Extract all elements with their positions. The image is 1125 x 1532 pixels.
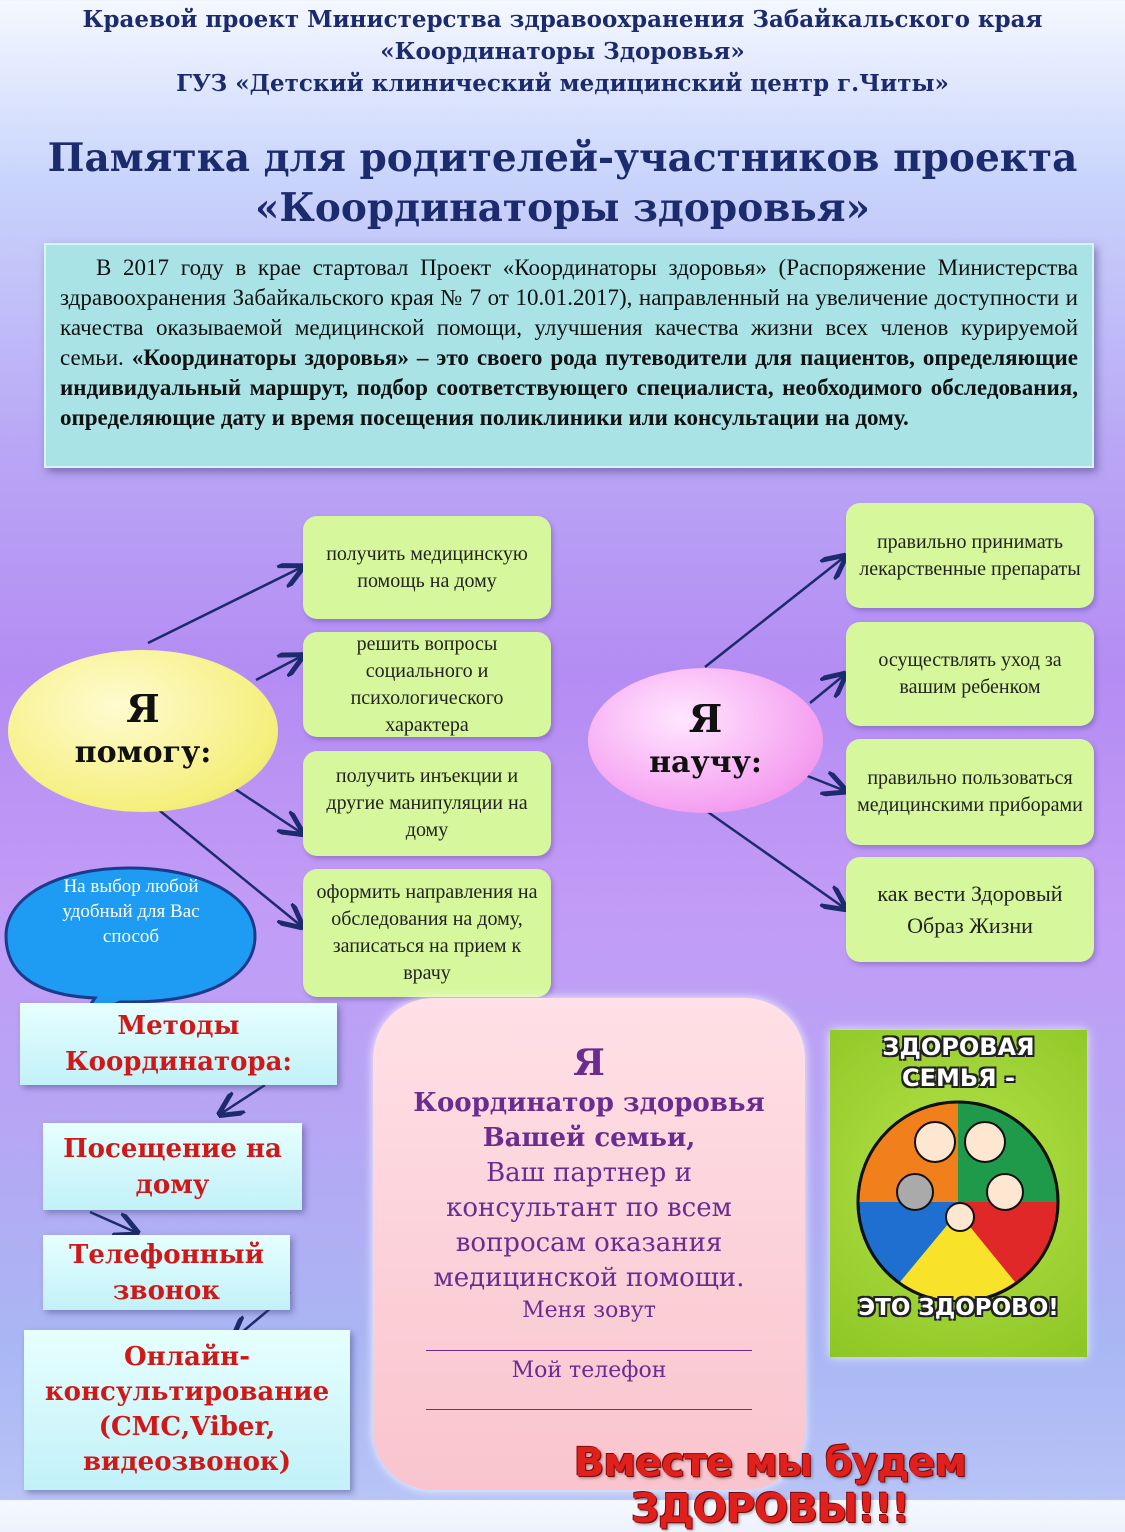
speech-bubble-shape: [4, 866, 257, 1024]
help-label: помогу:: [74, 735, 212, 770]
page-title: Памятка для родителей-участников проекта…: [0, 133, 1125, 233]
header: Краевой проект Министерства здравоохране…: [0, 4, 1125, 100]
arrow: [704, 558, 843, 668]
header-line-3: ГУЗ «Детский клинический медицинский цен…: [176, 70, 949, 97]
coordinator-title: Координатор здоровья Вашей семьи,: [413, 1088, 765, 1153]
intro-text: В 2017 году в крае стартовал Проект «Коо…: [60, 255, 1078, 370]
method-item: Посещение на дому: [43, 1123, 302, 1210]
teach-ellipse: Я научу:: [588, 668, 823, 813]
arrow: [255, 657, 300, 682]
coordinator-card: Я Координатор здоровья Вашей семьи, Ваш …: [373, 998, 805, 1490]
poster-top-text: ЗДОРОВАЯ СЕМЬЯ -: [882, 1033, 1035, 1092]
method-item: Телефонный звонок: [43, 1235, 290, 1310]
teach-item: осуществлять уход за вашим ребенком: [846, 622, 1094, 726]
header-line-1: Краевой проект Министерства здравоохране…: [82, 6, 1043, 33]
title-line-2: «Координаторы здоровья»: [255, 185, 870, 231]
arrow: [89, 1210, 135, 1232]
poster-bottom-text: ЭТО ЗДОРОВО!: [858, 1295, 1059, 1321]
phone-label: Мой телефон: [511, 1358, 667, 1383]
arrow: [704, 808, 843, 907]
name-label: Меня зовут: [522, 1298, 656, 1323]
method-item: Онлайн-консультирование (СМС,Viber, виде…: [24, 1330, 350, 1490]
arrow: [231, 785, 300, 832]
teach-item: как вести Здоровый Образ Жизни: [846, 857, 1094, 962]
phone-line: [426, 1409, 752, 1410]
coordinator-ya: Я: [573, 1042, 605, 1084]
help-ellipse: Я помогу:: [8, 650, 278, 812]
help-item: решить вопросы социального и психологиче…: [303, 632, 551, 737]
family-circle-image: [856, 1100, 1060, 1302]
teach-item: правильно принимать лекарственные препар…: [846, 503, 1094, 608]
coordinator-text: Ваш партнер и консультант по всем вопрос…: [433, 1158, 745, 1293]
arrow: [147, 568, 300, 645]
help-item: получить инъекции и другие манипуляции н…: [303, 751, 551, 856]
teach-ya: Я: [688, 695, 723, 741]
methods-title: Методы Координатора:: [20, 1003, 337, 1085]
header-line-2: «Координаторы Здоровья»: [380, 38, 745, 65]
arrow: [809, 676, 843, 704]
healthy-family-poster: ЗДОРОВАЯ СЕМЬЯ - ЭТО ЗДОРОВО!: [830, 1030, 1087, 1357]
intro-bold-text: «Координаторы здоровья» – это своего род…: [60, 345, 1078, 430]
help-item: оформить направления на обследования на …: [303, 869, 551, 997]
help-item: получить медицинскую помощь на дому: [303, 516, 551, 619]
teach-item: правильно пользоваться медицинскими приб…: [846, 739, 1094, 845]
slogan: Вместе мы будем ЗДОРОВЫ!!!: [573, 1440, 967, 1532]
help-ya: Я: [126, 686, 160, 731]
arrow: [222, 1083, 266, 1113]
arrow: [142, 796, 300, 925]
title-line-1: Памятка для родителей-участников проекта: [47, 135, 1078, 181]
teach-label: научу:: [649, 744, 762, 780]
name-line: [426, 1350, 752, 1351]
speech-bubble-text: На выбор любой удобный для Вас способ: [62, 876, 200, 947]
intro-box: В 2017 году в крае стартовал Проект «Коо…: [44, 243, 1094, 468]
